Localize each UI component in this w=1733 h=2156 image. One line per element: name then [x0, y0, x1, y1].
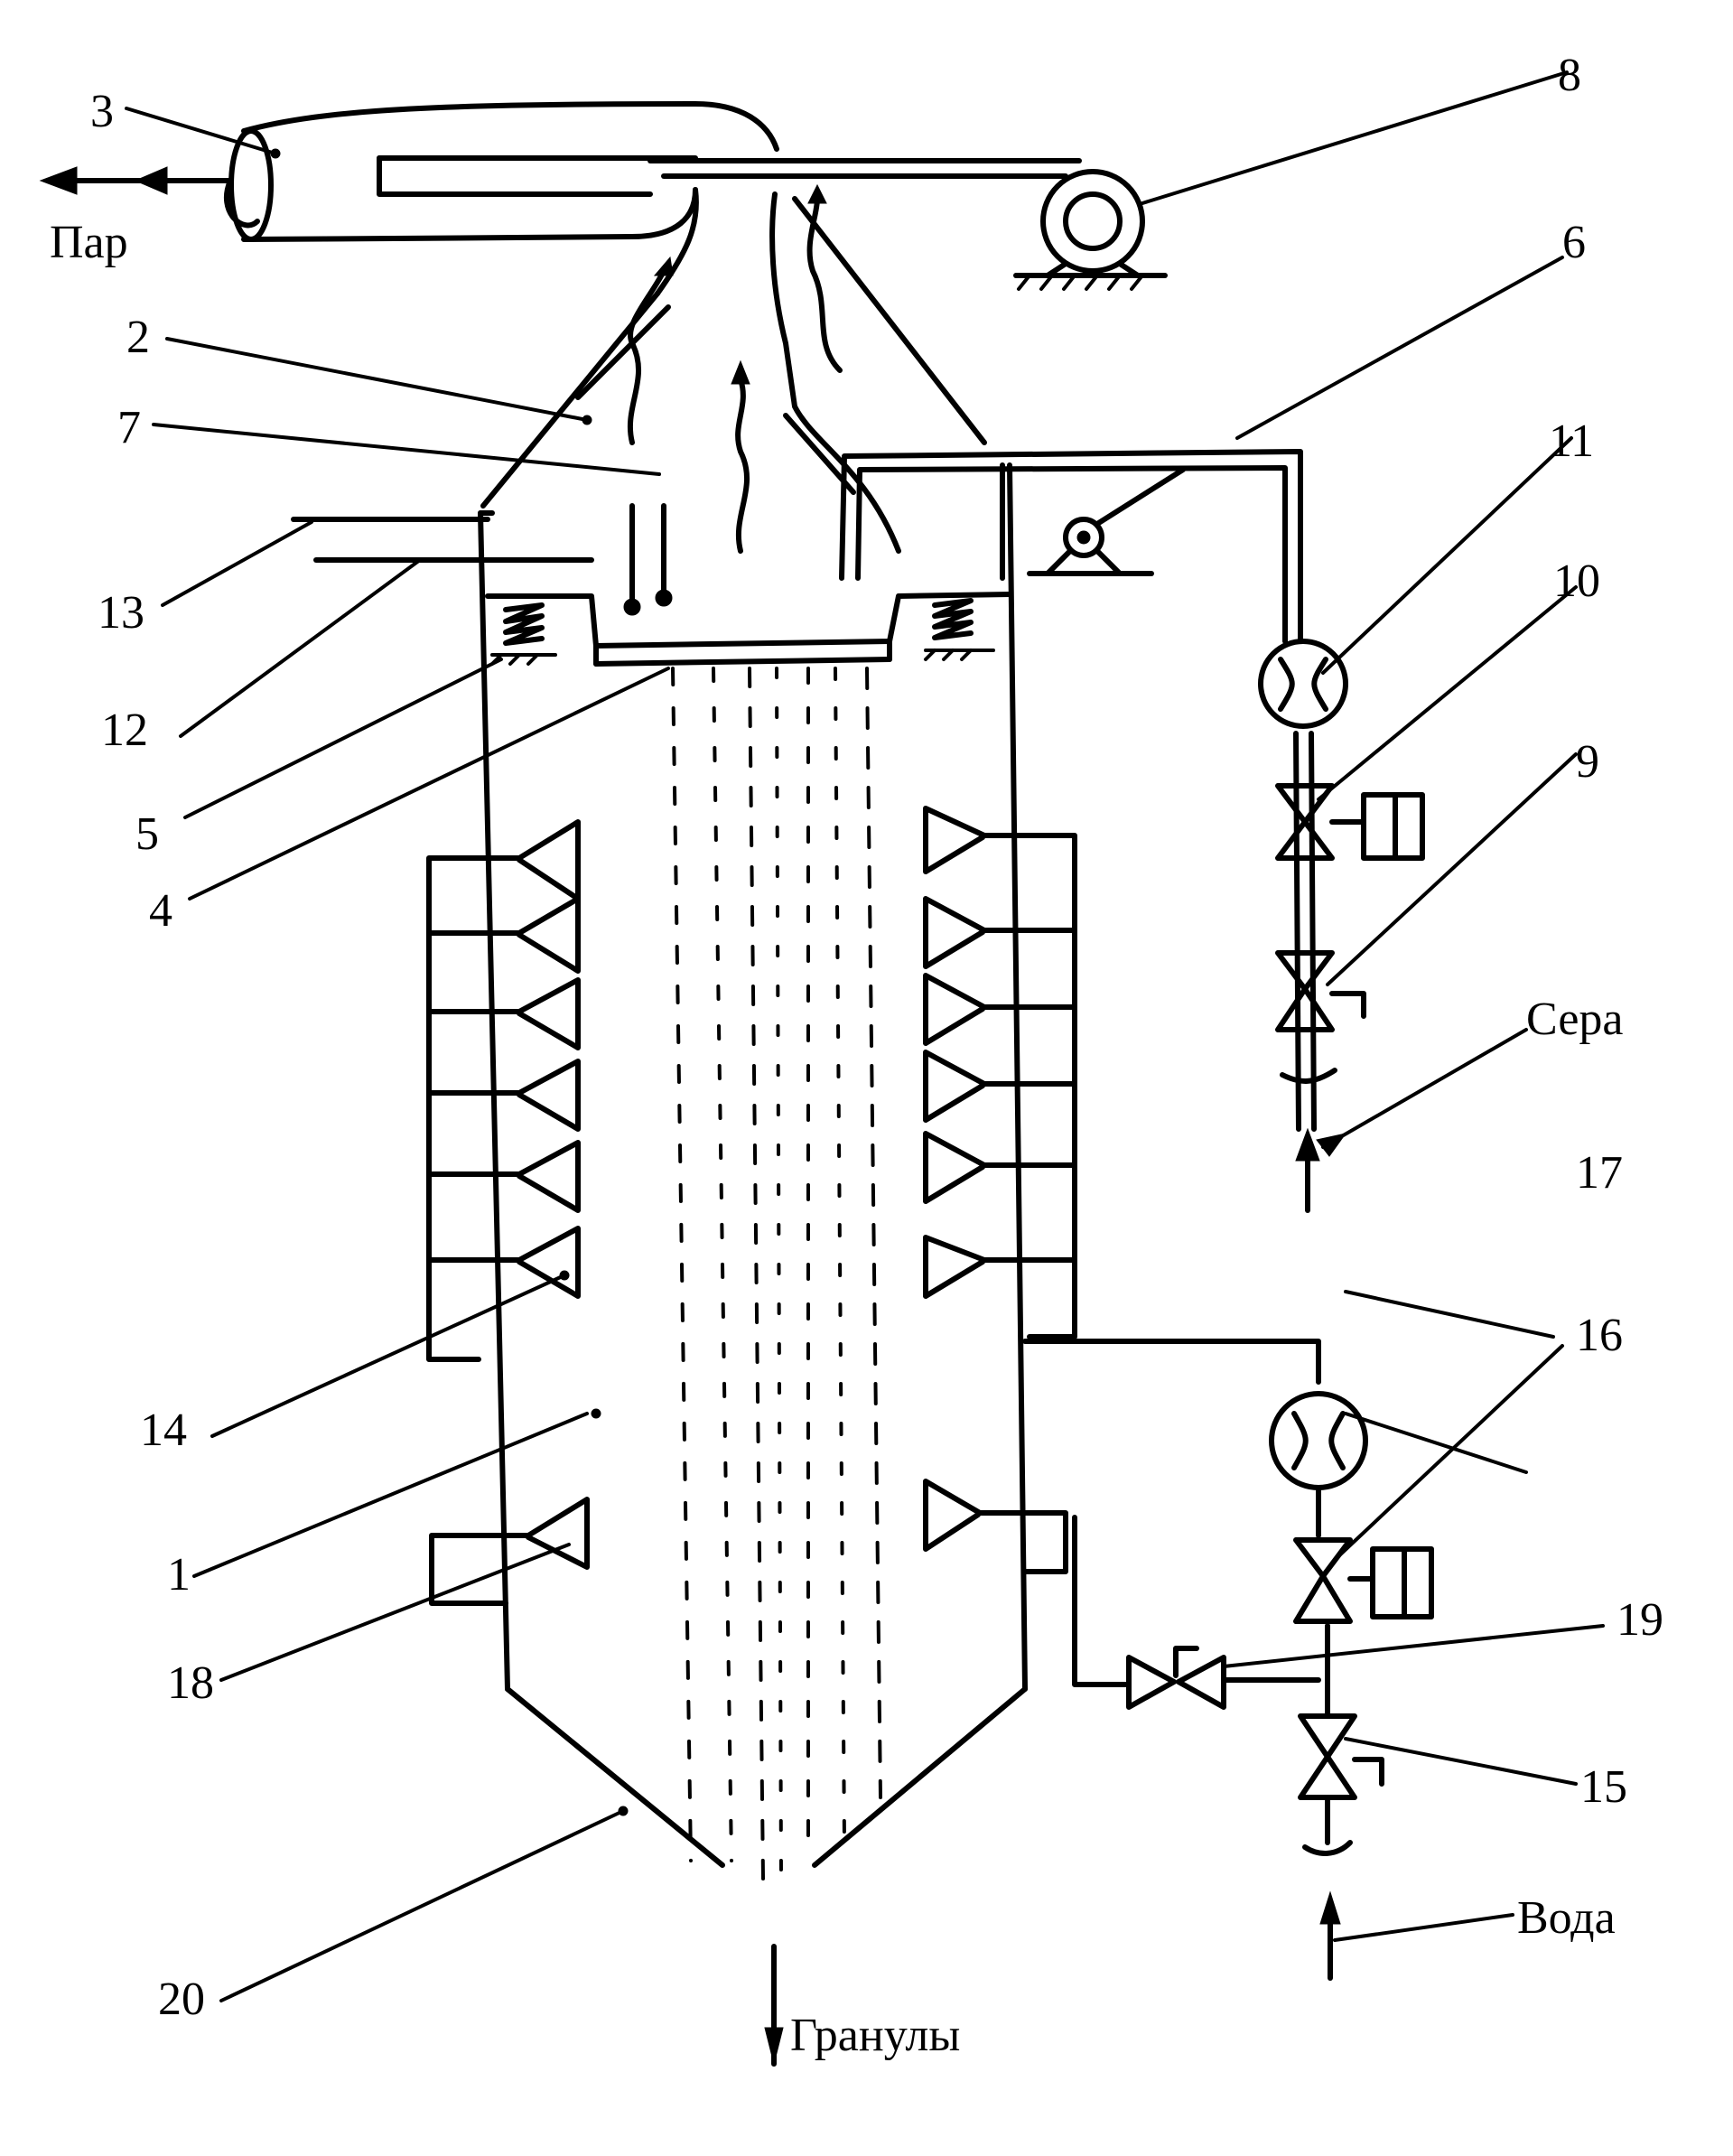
left-nozzle-manifold	[429, 858, 492, 1359]
label-20: 20	[158, 1974, 205, 2025]
label-3: 3	[90, 86, 114, 137]
rising-vapor-arrows	[630, 185, 840, 551]
valve-16	[1296, 1540, 1431, 1621]
label-1: 1	[167, 1549, 191, 1601]
flowmeter-17	[1272, 1394, 1365, 1488]
valve-15	[1300, 1716, 1382, 1853]
spring-left	[492, 605, 555, 664]
fan-8	[1016, 172, 1165, 289]
steam-outlet-arrow	[41, 167, 230, 194]
sulfur-inlet-arrow	[1296, 1129, 1319, 1210]
label-14: 14	[140, 1405, 187, 1456]
right-nozzle-manifold	[1011, 835, 1075, 1337]
label-10: 10	[1553, 555, 1600, 607]
label-19: 19	[1617, 1594, 1663, 1646]
label-4: 4	[149, 885, 172, 937]
label-15: 15	[1580, 1761, 1627, 1813]
label-12: 12	[101, 705, 148, 756]
drive-motor	[1002, 465, 1183, 578]
label-5: 5	[135, 808, 159, 860]
sulfur-label: Сера	[1526, 994, 1623, 1045]
label-7: 7	[117, 402, 141, 453]
leader-lines	[126, 72, 1603, 2001]
fan-duct	[650, 161, 1079, 176]
label-2: 2	[126, 312, 150, 363]
falling-granules	[673, 668, 880, 1879]
label-9: 9	[1576, 736, 1599, 788]
right-nozzles	[926, 808, 1011, 1296]
tower-body	[480, 465, 1025, 1865]
exhaust-hood	[483, 190, 984, 551]
label-16: 16	[1576, 1310, 1623, 1361]
water-inlet-arrow	[1320, 1892, 1340, 1978]
spring-right	[926, 601, 993, 659]
valve-10	[1278, 786, 1422, 858]
water-label: Вода	[1517, 1892, 1616, 1944]
label-18: 18	[167, 1657, 214, 1709]
granules-outlet-arrow	[765, 1946, 783, 2064]
stream-labels: Пар Сера Вода Гранулы	[50, 217, 1623, 2061]
flowmeter-11	[1261, 641, 1346, 726]
label-17: 17	[1576, 1147, 1623, 1199]
valve-9	[1278, 953, 1364, 1081]
steam-label: Пар	[50, 217, 128, 268]
label-13: 13	[98, 587, 144, 639]
label-6: 6	[1562, 217, 1586, 268]
valve-19	[1129, 1648, 1224, 1707]
label-11: 11	[1549, 415, 1594, 467]
lower-nozzle-right	[926, 1481, 1066, 1572]
granules-label: Гранулы	[790, 2010, 960, 2061]
callout-labels: 3 2 7 13 12 5 4 14 1 18 20 8 6 11 10 9 1…	[90, 50, 1663, 2025]
label-8: 8	[1558, 50, 1581, 101]
left-nozzles	[492, 822, 578, 1296]
